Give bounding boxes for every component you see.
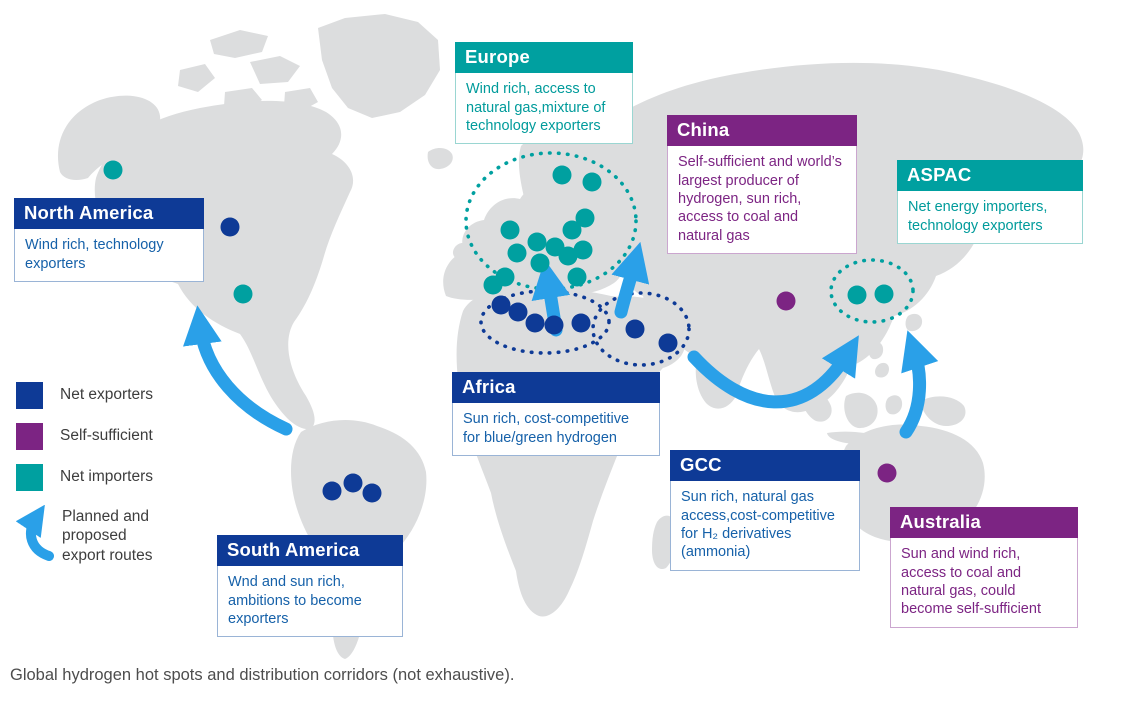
europe-hotspot-dot: [483, 275, 503, 295]
australia-hotspot-dot: [877, 463, 897, 483]
region-title: Australia: [890, 507, 1078, 539]
region-callout-africa: Africa Sun rich, cost-competitive for bl…: [452, 372, 660, 456]
region-description: Sun rich, natural gas access,cost-compet…: [670, 481, 860, 571]
aspac-cluster-ellipse: [829, 258, 915, 324]
route-australia-to-aspac: [899, 330, 939, 439]
region-callout-australia: Australia Sun and wind rich, access to c…: [890, 507, 1078, 628]
legend-label: Net exporters: [60, 386, 154, 404]
china-hotspot-dot: [776, 291, 796, 311]
region-title: GCC: [670, 450, 860, 482]
gcc-cluster-ellipse: [591, 291, 691, 367]
europe-hotspot-dot: [552, 165, 572, 185]
region-title: North America: [14, 198, 204, 230]
net-importers-swatch: [16, 464, 43, 491]
region-description: Wind rich, technology exporters: [14, 229, 204, 282]
landmass-japan: [888, 265, 923, 332]
europe-hotspot-dot: [507, 243, 527, 263]
region-description: Sun rich, cost-competitive for blue/gree…: [452, 403, 660, 456]
landmass-greenland: [318, 14, 440, 118]
aspac-hotspot-dot: [874, 284, 894, 304]
region-description: Wind rich, access to natural gas,mixture…: [455, 73, 633, 145]
markers-layer: [103, 160, 897, 503]
north-america-hotspot-dot: [233, 284, 253, 304]
landmass-british-isles: [427, 148, 499, 261]
route-gcc-to-aspac: [687, 335, 859, 409]
landmass-philippines: [868, 342, 889, 378]
export-routes-layer: [183, 241, 939, 439]
self-sufficient-swatch: [16, 423, 43, 450]
africa-hotspot-dot: [491, 295, 511, 315]
region-description: Net energy importers, technology exporte…: [897, 191, 1083, 244]
legend-item-net-importers: Net importers: [16, 464, 172, 491]
europe-hotspot-dot: [527, 232, 547, 252]
africa-hotspot-dot: [544, 315, 564, 335]
europe-hotspot-dot: [562, 220, 582, 240]
legend-label: Net importers: [60, 468, 154, 486]
europe-hotspot-dot: [582, 172, 602, 192]
region-title: ASPAC: [897, 160, 1083, 192]
africa-cluster-ellipse: [479, 289, 611, 355]
region-title: China: [667, 115, 857, 147]
europe-hotspot-dot: [558, 246, 578, 266]
africa-hotspot-dot: [525, 313, 545, 333]
landmass-alaska: [57, 95, 161, 180]
north-america-hotspot-dot: [220, 217, 240, 237]
region-description: Sun and wind rich, access to coal and na…: [890, 538, 1078, 628]
region-description: Wnd and sun rich, ambitions to become ex…: [217, 566, 403, 638]
landmass-arctic-islands: [178, 30, 318, 112]
europe-hotspot-dot: [500, 220, 520, 240]
africa-hotspot-dot: [508, 302, 528, 322]
europe-cluster-ellipse: [464, 151, 638, 291]
region-callout-south-america: South America Wnd and sun rich, ambition…: [217, 535, 403, 638]
export-route-arrow-icon: [16, 505, 54, 561]
legend: Net exporters Self-sufficient Net import…: [16, 382, 172, 565]
south-america-hotspot-dot: [343, 473, 363, 493]
route-mediterranean-to-europe: [611, 241, 650, 319]
net-exporters-swatch: [16, 382, 43, 409]
africa-hotspot-dot: [571, 313, 591, 333]
region-callout-gcc: GCC Sun rich, natural gas access,cost-co…: [670, 450, 860, 571]
legend-item-net-exporters: Net exporters: [16, 382, 172, 409]
europe-hotspot-dot: [567, 267, 587, 287]
region-callout-aspac: ASPAC Net energy importers, technology e…: [897, 160, 1083, 244]
europe-hotspot-dot: [573, 240, 593, 260]
cluster-ellipses-layer: [464, 151, 915, 367]
region-title: Europe: [455, 42, 633, 74]
region-callout-china: China Self-sufficient and world’s larges…: [667, 115, 857, 255]
region-callout-north-america: North America Wind rich, technology expo…: [14, 198, 204, 282]
gcc-hotspot-dot: [625, 319, 645, 339]
aspac-hotspot-dot: [847, 285, 867, 305]
region-title: South America: [217, 535, 403, 567]
legend-item-self-sufficient: Self-sufficient: [16, 423, 172, 450]
gcc-hotspot-dot: [658, 333, 678, 353]
figure-caption: Global hydrogen hot spots and distributi…: [10, 666, 515, 684]
legend-item-export-routes: Planned and proposed export routes: [16, 505, 172, 565]
europe-hotspot-dot: [530, 253, 550, 273]
south-america-hotspot-dot: [362, 483, 382, 503]
region-callout-europe: Europe Wind rich, access to natural gas,…: [455, 42, 633, 145]
route-south-america-to-north-america: [183, 305, 293, 436]
legend-label: Self-sufficient: [60, 427, 153, 445]
region-description: Self-sufficient and world’s largest prod…: [667, 146, 857, 255]
landmass-north-america: [94, 100, 354, 430]
legend-route-label: Planned and proposed export routes: [62, 508, 153, 564]
north-america-hotspot-dot: [103, 160, 123, 180]
europe-hotspot-dot: [575, 208, 595, 228]
region-title: Africa: [452, 372, 660, 404]
south-america-hotspot-dot: [322, 481, 342, 501]
